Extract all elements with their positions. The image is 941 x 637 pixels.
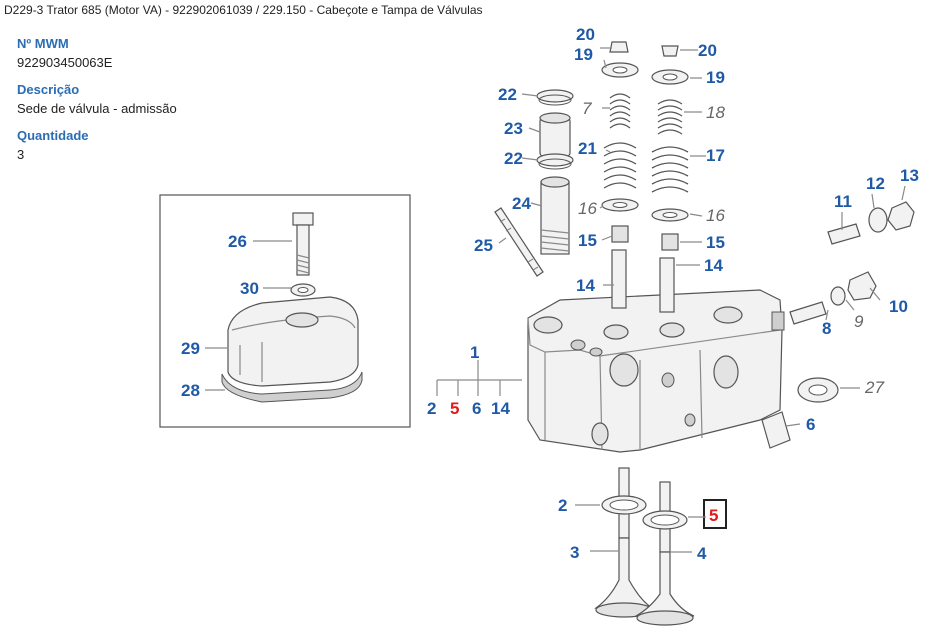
- valves-and-seat-rings: [594, 467, 695, 626]
- callout-22-bottom[interactable]: 22: [504, 149, 523, 168]
- callout-16-right[interactable]: 16: [706, 206, 725, 225]
- callout-4[interactable]: 4: [697, 544, 707, 563]
- quantity-label: Quantidade: [17, 128, 89, 143]
- callout-10[interactable]: 10: [889, 297, 908, 316]
- valve-cover: [221, 296, 363, 403]
- mwm-number-label: Nº MWM: [17, 36, 69, 51]
- description-label: Descrição: [17, 82, 80, 97]
- stud: [494, 207, 544, 277]
- callout-12[interactable]: 12: [866, 174, 885, 193]
- breadcrumb: D229-3 Trator 685 (Motor VA) - 922902061…: [4, 3, 483, 17]
- valve-guide-right: [659, 257, 675, 313]
- valve-cover-bolt: [292, 212, 314, 276]
- callout-7[interactable]: 7: [582, 99, 592, 118]
- highlight-box: [703, 499, 727, 529]
- callout-19-right[interactable]: 19: [706, 68, 725, 87]
- seat-ring-6: [761, 411, 791, 449]
- callout-8[interactable]: 8: [822, 319, 831, 338]
- callout-3[interactable]: 3: [570, 543, 579, 562]
- callout-15-right[interactable]: 15: [706, 233, 725, 252]
- callout-30[interactable]: 30: [240, 279, 259, 298]
- callout-25[interactable]: 25: [474, 236, 493, 255]
- callout-14-left[interactable]: 14: [576, 276, 595, 295]
- callout-24[interactable]: 24: [512, 194, 531, 213]
- callout-6-right[interactable]: 6: [806, 415, 815, 434]
- callout-26[interactable]: 26: [228, 232, 247, 251]
- leader-lines: [205, 47, 906, 553]
- callout-22-top[interactable]: 22: [498, 85, 517, 104]
- injector-fitting-parts: [789, 201, 915, 325]
- callout-21[interactable]: 21: [578, 139, 597, 158]
- callout-13[interactable]: 13: [900, 166, 919, 185]
- callout-20-right[interactable]: 20: [698, 41, 717, 60]
- callout-20-left[interactable]: 20: [576, 25, 595, 44]
- callout-2-top[interactable]: 2: [427, 399, 436, 418]
- callout-14-right[interactable]: 14: [704, 256, 723, 275]
- description-value: Sede de válvula - admissão: [17, 101, 177, 116]
- callout-19-left[interactable]: 19: [574, 45, 593, 64]
- right-valve-spring-stack: [651, 45, 689, 251]
- callout-23[interactable]: 23: [504, 119, 523, 138]
- callout-1[interactable]: 1: [470, 343, 479, 362]
- callout-17[interactable]: 17: [706, 146, 725, 165]
- mwm-number-value: 922903450063E: [17, 55, 113, 70]
- callout-2-bottom[interactable]: 2: [558, 496, 567, 515]
- valve-guide-left: [611, 249, 627, 309]
- callout-16-left[interactable]: 16: [578, 199, 597, 218]
- left-valve-spring-stack: [601, 41, 639, 243]
- rocker-tube-parts: [536, 89, 574, 255]
- part-details: Nº MWM 922903450063E Descrição Sede de v…: [17, 36, 247, 162]
- callout-5-top[interactable]: 5: [450, 399, 459, 418]
- callout-9[interactable]: 9: [854, 312, 864, 331]
- callout-28[interactable]: 28: [181, 381, 200, 400]
- callout-5-highlighted[interactable]: 5: [709, 506, 718, 525]
- callout-29[interactable]: 29: [181, 339, 200, 358]
- quantity-value: 3: [17, 147, 25, 162]
- callout-11[interactable]: 11: [834, 192, 852, 211]
- callout-27[interactable]: 27: [864, 378, 884, 397]
- callout-14-top[interactable]: 14: [491, 399, 510, 418]
- callout-6-top[interactable]: 6: [472, 399, 481, 418]
- callout-18[interactable]: 18: [706, 103, 725, 122]
- cylinder-head: [527, 289, 785, 453]
- callout-15-left[interactable]: 15: [578, 231, 597, 250]
